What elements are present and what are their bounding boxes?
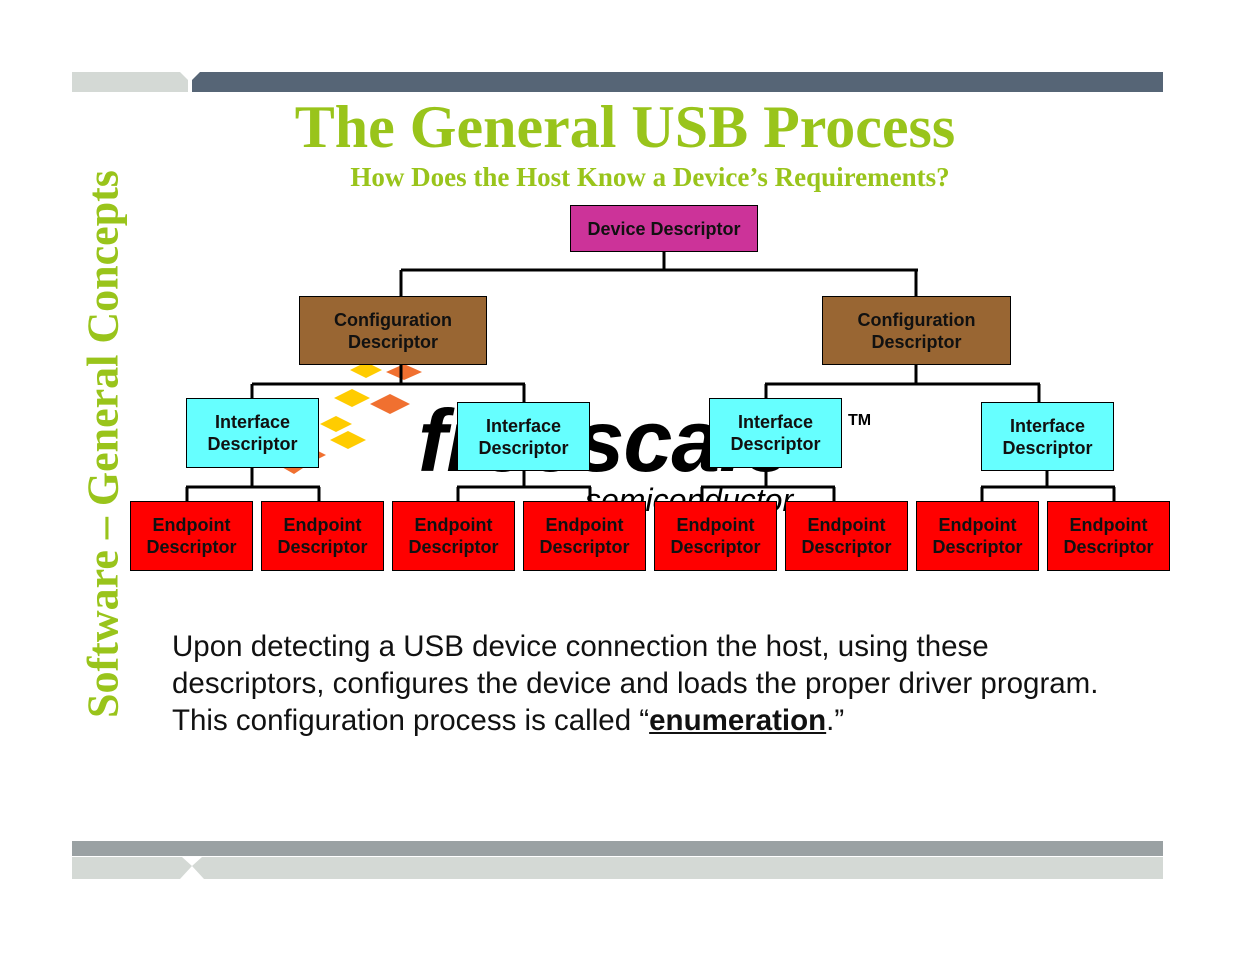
body-line: This configuration process is called “en… [172,702,1182,739]
box-label-line: Endpoint [676,515,755,535]
box-label-line: Descriptor [670,537,761,557]
interface-descriptor-box: Interface Descriptor [981,402,1114,471]
box-label-line: Descriptor [1002,437,1093,458]
body-line: Upon detecting a USB device connection t… [172,630,989,663]
box-label-line: Interface [214,412,291,432]
endpoint-descriptor-box: Endpoint Descriptor [1047,501,1170,571]
slide-title: The General USB Process [294,94,956,160]
box-label-line: Descriptor [408,537,499,557]
box-label-line: Descriptor [871,331,962,352]
box-label-line: Descriptor [730,434,821,454]
header-bar [192,72,1163,92]
box-label-line: Interface [485,415,562,436]
body-text-segment: .” [826,704,845,737]
box-label-line: Endpoint [414,515,493,535]
box-label-line: Descriptor [1063,537,1154,557]
endpoint-descriptor-box: Endpoint Descriptor [785,501,908,571]
footer-bar [72,841,1163,856]
box-label-line: Descriptor [146,537,237,557]
box-label-line: Descriptor [539,537,630,557]
box-label-line: Interface [737,412,814,432]
configuration-descriptor-box: Configuration Descriptor [822,296,1011,365]
footer-light-band [72,857,1163,879]
box-label-line: Descriptor [207,434,298,454]
trademark-symbol: TM [848,412,872,429]
slide-subtitle: How Does the Host Know a Device’s Requir… [350,162,950,192]
footer-notch [180,866,204,879]
device-descriptor-label: Device Descriptor [587,218,741,239]
endpoint-descriptor-box: Endpoint Descriptor [916,501,1039,571]
box-label-line: Configuration [857,309,976,330]
box-label-line: Descriptor [801,537,892,557]
endpoint-descriptor-box: Endpoint Descriptor [392,501,515,571]
endpoint-descriptor-box: Endpoint Descriptor [654,501,777,571]
box-label-line: Endpoint [938,515,1017,535]
body-paragraph: Upon detecting a USB device connection t… [172,628,1182,739]
body-text-segment: This configuration process is called “ [172,704,650,737]
body-line: descriptors, configures the device and l… [172,667,1099,700]
enumeration-term: enumeration [649,704,827,737]
configuration-descriptor-box: Configuration Descriptor [299,296,487,365]
box-label-line: Endpoint [152,515,231,535]
box-label-line: Descriptor [347,331,439,352]
box-label-line: Descriptor [932,537,1023,557]
interface-descriptor-box: Interface Descriptor [186,398,319,468]
device-descriptor-box: Device Descriptor [570,205,758,252]
box-label-line: Descriptor [277,537,368,557]
box-label-line: Interface [1009,415,1086,436]
interface-descriptor-box: Interface Descriptor [709,398,842,468]
box-label-line: Endpoint [283,515,362,535]
endpoint-descriptor-box: Endpoint Descriptor [261,501,384,571]
endpoint-descriptor-box: Endpoint Descriptor [130,501,253,571]
box-label-line: Endpoint [807,515,886,535]
box-label-line: Endpoint [1069,515,1148,535]
endpoint-descriptor-box: Endpoint Descriptor [523,501,646,571]
header-left-tab [72,72,188,92]
box-label-line: Endpoint [545,515,624,535]
box-label-line: Descriptor [478,437,569,458]
box-label-line: Configuration [334,309,452,330]
interface-descriptor-box: Interface Descriptor [457,402,590,471]
